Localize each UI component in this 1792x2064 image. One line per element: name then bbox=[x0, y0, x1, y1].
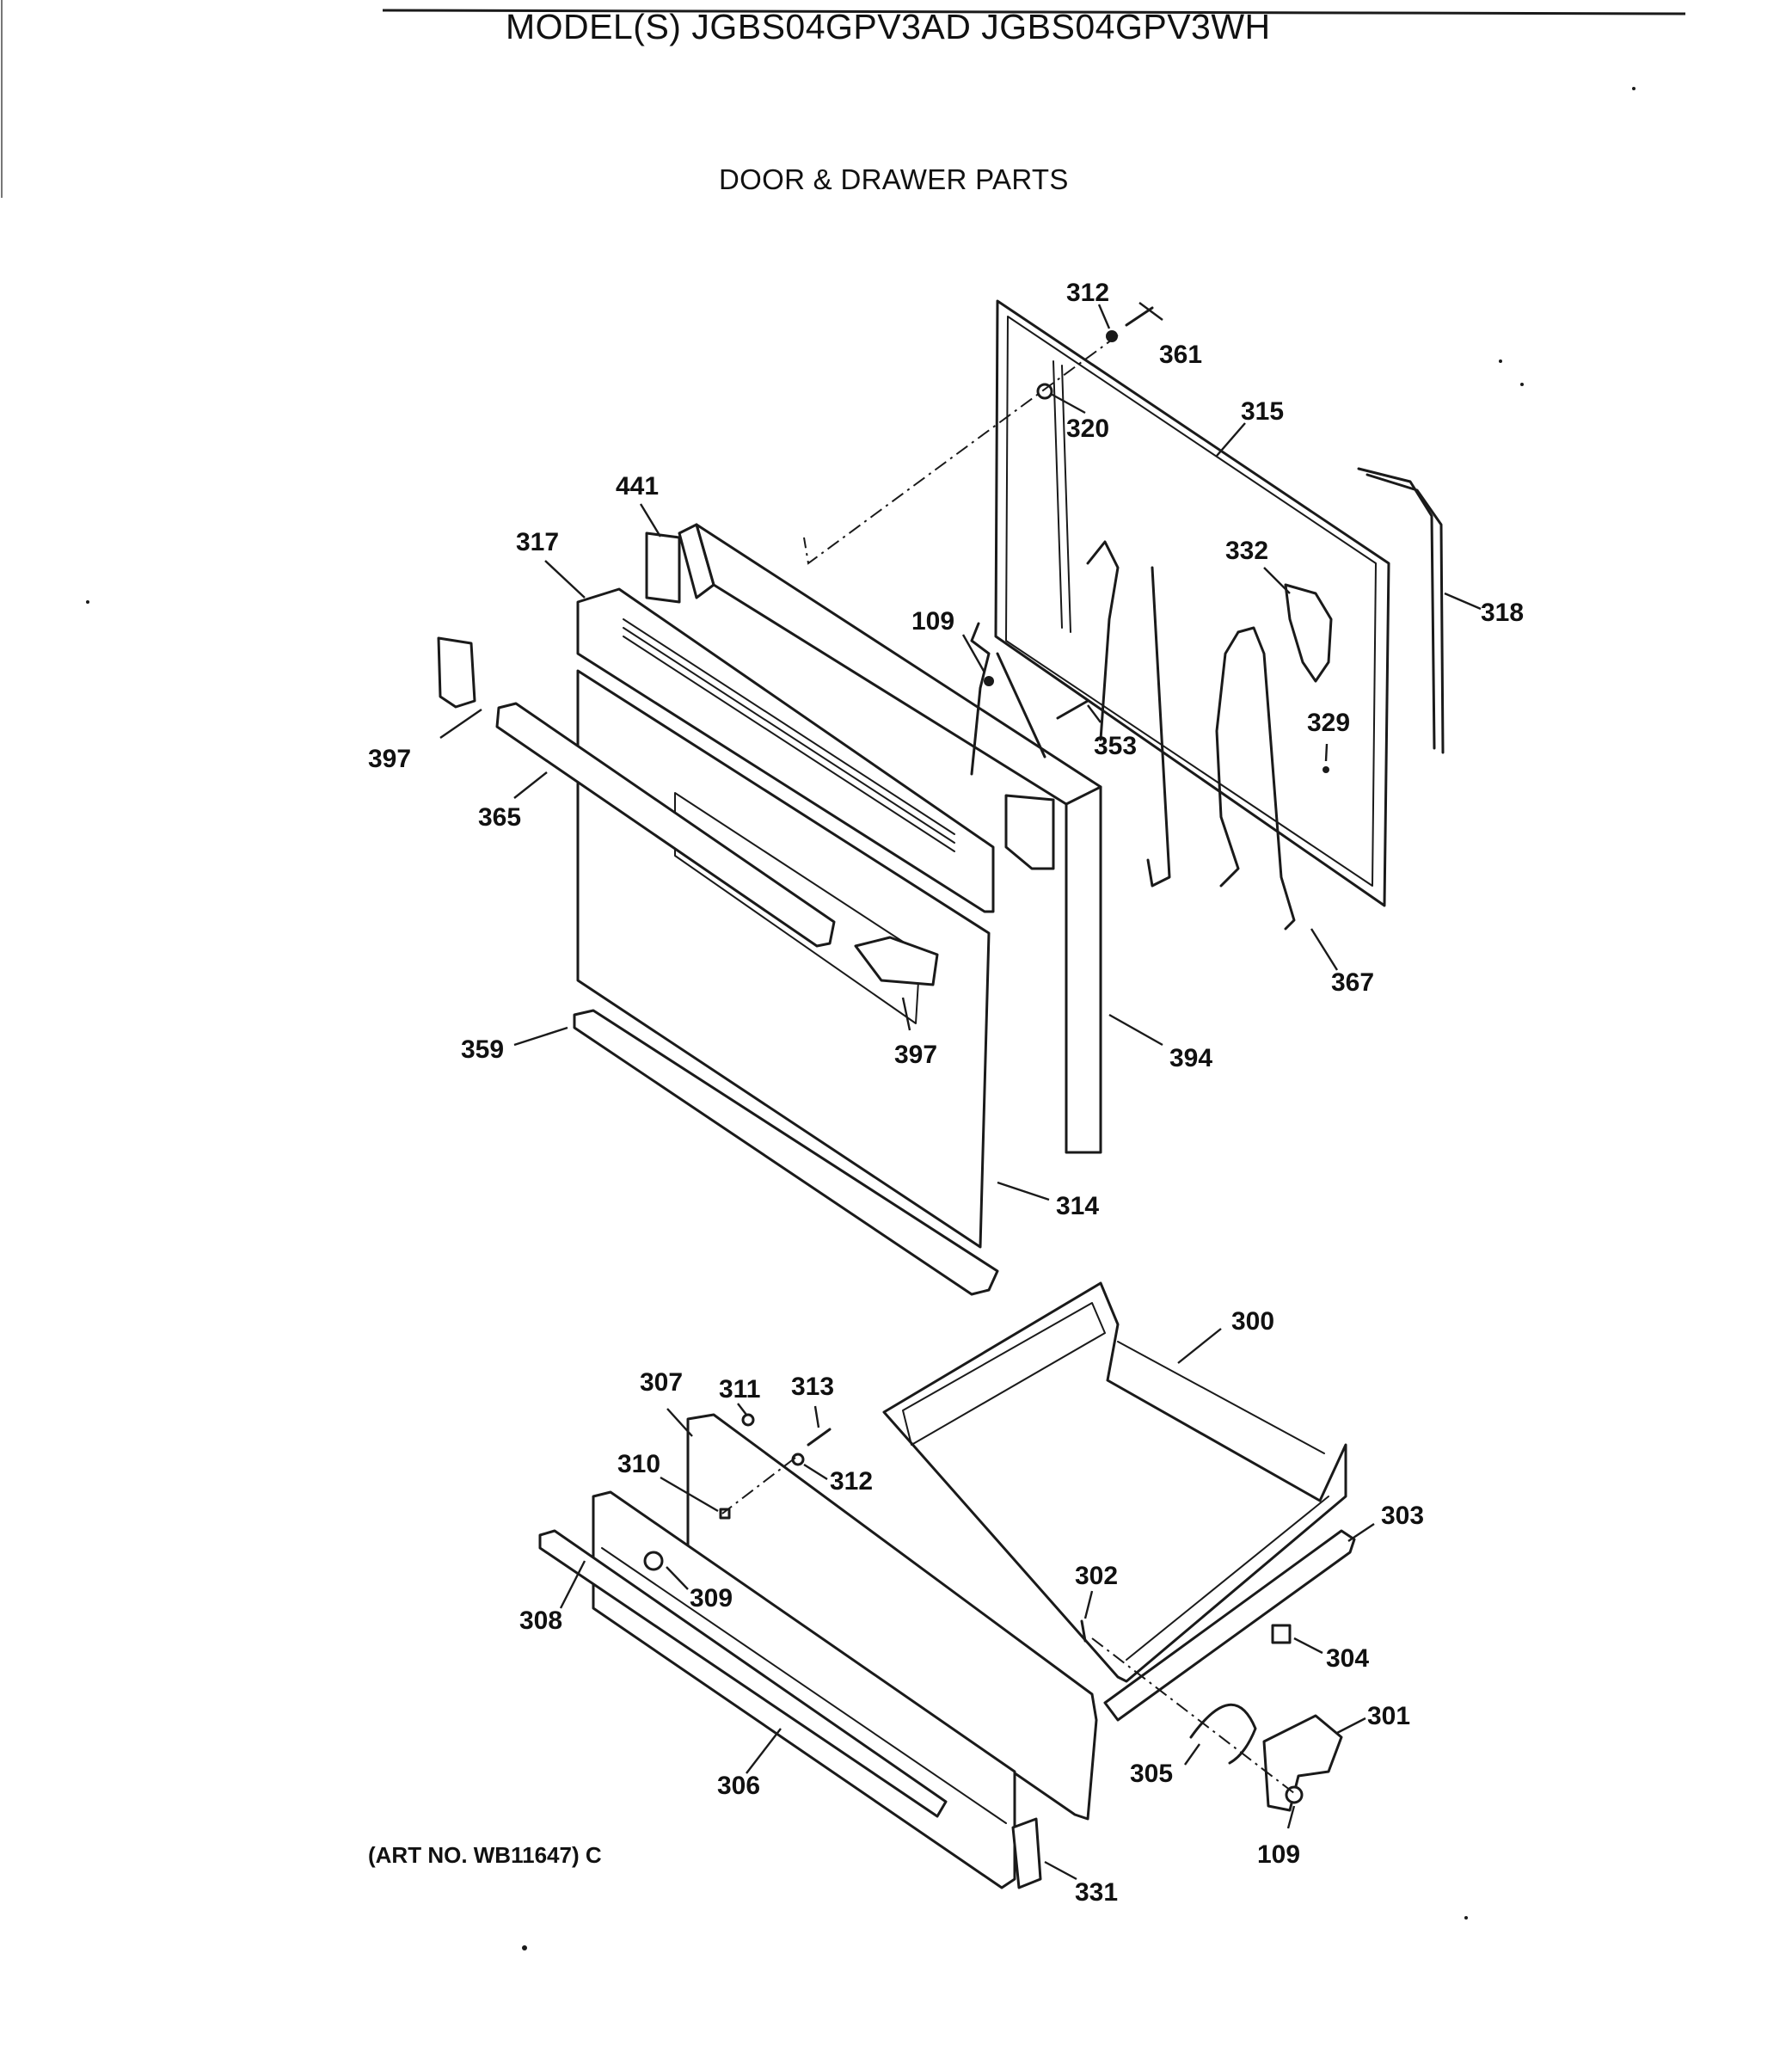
roller-304 bbox=[1271, 1624, 1292, 1644]
door-hinge-right bbox=[1004, 794, 1055, 870]
fastener-312-top bbox=[1106, 330, 1118, 342]
callout-310: 310 bbox=[617, 1450, 660, 1478]
retaining-ring bbox=[1189, 1704, 1257, 1765]
callout-308: 308 bbox=[519, 1606, 562, 1635]
pin-320 bbox=[1036, 383, 1053, 400]
callout-397-left: 397 bbox=[368, 745, 411, 773]
door-gasket bbox=[1357, 467, 1445, 754]
callout-306: 306 bbox=[717, 1772, 760, 1800]
callout-109-bottom: 109 bbox=[1257, 1840, 1300, 1869]
callout-394: 394 bbox=[1169, 1044, 1212, 1072]
callout-312-top: 312 bbox=[1066, 279, 1109, 307]
fastener-109-top bbox=[984, 676, 994, 686]
door-frame bbox=[678, 523, 1102, 1154]
scan-speck bbox=[1464, 1916, 1468, 1920]
callout-329: 329 bbox=[1307, 709, 1350, 737]
drawer-handle bbox=[538, 1529, 948, 1818]
callout-303: 303 bbox=[1381, 1502, 1424, 1530]
section-title: DOOR & DRAWER PARTS bbox=[719, 163, 1069, 195]
drawer-bracket bbox=[1011, 1817, 1042, 1889]
callout-365: 365 bbox=[478, 803, 521, 832]
art-number: (ART NO. WB11647) C bbox=[368, 1842, 602, 1868]
scan-speck bbox=[1632, 87, 1636, 90]
callout-315: 315 bbox=[1241, 397, 1284, 426]
screw-302 bbox=[1080, 1619, 1087, 1643]
callout-331: 331 bbox=[1075, 1878, 1118, 1907]
door-bottom-trim bbox=[573, 1009, 999, 1296]
callout-305: 305 bbox=[1130, 1760, 1173, 1788]
assembly-axis-door bbox=[803, 335, 1119, 565]
fastener-329 bbox=[1323, 766, 1329, 773]
callout-301: 301 bbox=[1367, 1702, 1410, 1730]
screw-361 bbox=[1125, 306, 1154, 327]
callout-309: 309 bbox=[690, 1584, 733, 1612]
callout-332: 332 bbox=[1225, 537, 1268, 565]
assembly-axis-drawer-front bbox=[721, 1457, 796, 1514]
handle-end-cap-left bbox=[437, 636, 476, 709]
callout-318: 318 bbox=[1481, 599, 1524, 627]
callout-320: 320 bbox=[1066, 415, 1109, 443]
scan-speck bbox=[1499, 359, 1502, 363]
screw-309 bbox=[643, 1551, 664, 1571]
handle-end-cap-right bbox=[854, 936, 939, 986]
callout-302: 302 bbox=[1075, 1562, 1118, 1590]
drawer-body bbox=[882, 1281, 1347, 1683]
callout-397-right: 397 bbox=[894, 1041, 937, 1069]
scan-speck bbox=[522, 1945, 527, 1950]
scan-speck bbox=[1520, 383, 1524, 386]
inner-door-panel bbox=[994, 299, 1390, 907]
insulation-bracket bbox=[1284, 583, 1333, 683]
clip-310 bbox=[719, 1508, 731, 1520]
callout-367: 367 bbox=[1331, 968, 1374, 997]
door-spring-links bbox=[970, 540, 1296, 931]
callout-304: 304 bbox=[1326, 1644, 1369, 1673]
screw-353 bbox=[1056, 699, 1089, 720]
callout-361: 361 bbox=[1159, 341, 1202, 369]
callout-317: 317 bbox=[516, 528, 559, 556]
scan-speck bbox=[86, 600, 89, 604]
screw-313 bbox=[807, 1428, 832, 1447]
assembly-axis-roller bbox=[1091, 1637, 1295, 1794]
leader-lines bbox=[439, 302, 1482, 1881]
drawer-rail bbox=[1103, 1529, 1356, 1722]
callout-314: 314 bbox=[1056, 1192, 1099, 1220]
callout-109-top: 109 bbox=[911, 607, 954, 636]
callout-labels: 312 361 320 315 441 317 318 332 109 397 … bbox=[368, 279, 1524, 1907]
callout-311: 311 bbox=[719, 1375, 760, 1404]
vent-trim bbox=[576, 587, 995, 913]
callout-307: 307 bbox=[640, 1368, 683, 1397]
callout-359: 359 bbox=[461, 1035, 504, 1064]
callout-313: 313 bbox=[791, 1373, 834, 1401]
door-handle bbox=[495, 702, 836, 948]
hinge-receptacle bbox=[645, 531, 681, 604]
roller-bracket bbox=[1262, 1714, 1343, 1812]
fastener-311 bbox=[741, 1413, 755, 1427]
callout-312-bottom: 312 bbox=[830, 1467, 873, 1496]
callout-441: 441 bbox=[616, 472, 659, 501]
header-rule bbox=[382, 9, 1686, 15]
callout-300: 300 bbox=[1231, 1307, 1274, 1336]
callout-353: 353 bbox=[1094, 732, 1137, 760]
